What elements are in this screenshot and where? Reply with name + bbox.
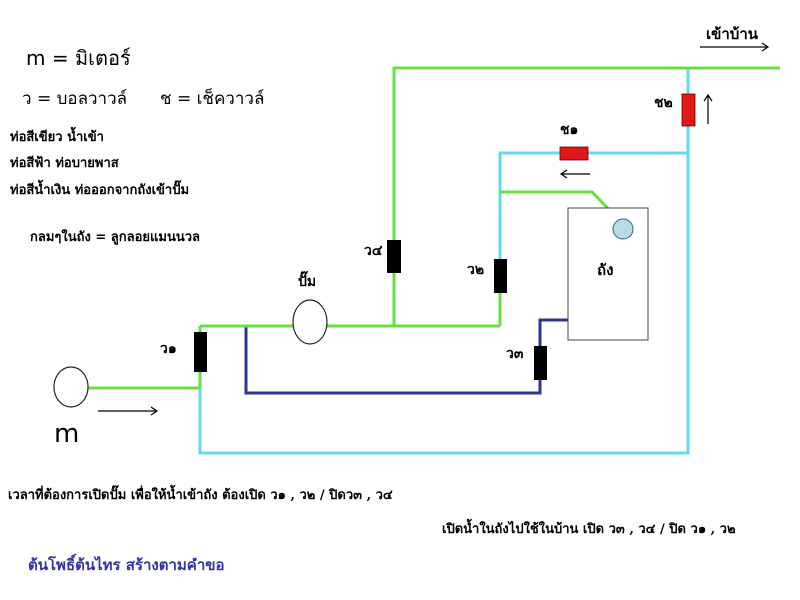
label-v2: ว๒ [467,262,485,278]
ball-valve-v2 [494,259,507,293]
label-c2: ช๒ [654,95,673,111]
arrow-left-icon [559,169,590,179]
ball-valve-v4 [387,240,401,273]
ball-valve-v1 [194,332,207,372]
check-valve-c2 [681,93,696,127]
label-tank: ถัง [597,261,614,279]
credit-text: ต้นโพธิ์ต้นไทร สร้างตามคำขอ [28,556,225,574]
label-v3: ว๓ [506,346,524,362]
label-v4: ว๔ [364,243,383,259]
check-valve-c1 [559,146,589,161]
note-green-pipe: ท่อสีเขียว น้ำเข้า [10,130,104,145]
label-pump: ปั๊ม [298,274,317,290]
label-meter: m [54,419,80,449]
cyan-check-branch [498,151,688,277]
float-ball [612,218,634,240]
pump [292,299,328,345]
arrow-up-icon [703,93,713,124]
arrow-right-icon [98,406,159,416]
label-c1: ช๑ [560,122,579,138]
instruction-use-tank: เปิดน้ำในถังไปใช้ในบ้าน เปิด ว๓ , ว๔ / ป… [442,522,736,537]
arrow-house-icon [700,42,770,52]
legend-meter: m = มิเตอร์ [26,46,131,70]
legend-ball-valve: ว = บอลวาวล์ [22,89,128,109]
label-to-house: เข้าบ้าน [706,25,759,43]
legend-check-valve: ช = เช็ควาวล์ [160,89,265,109]
navy-pipe [244,318,568,395]
ball-valve-v3 [534,346,547,380]
label-v1: ว๑ [160,341,177,357]
water-meter [53,366,89,408]
instruction-fill-tank: เวลาที่ต้องการเปิดปั๊ม เพื่อให้น้ำเข้าถั… [8,488,393,503]
tank [567,207,649,341]
note-navy-pipe: ท่อสีน้ำเงิน ท่อออกจากถังเข้าปั๊ม [10,183,190,198]
note-float: กลมๆในถัง = ลูกลอยแมนนวล [30,230,201,245]
note-cyan-pipe: ท่อสีฟ้า ท่อบายพาส [10,156,119,171]
